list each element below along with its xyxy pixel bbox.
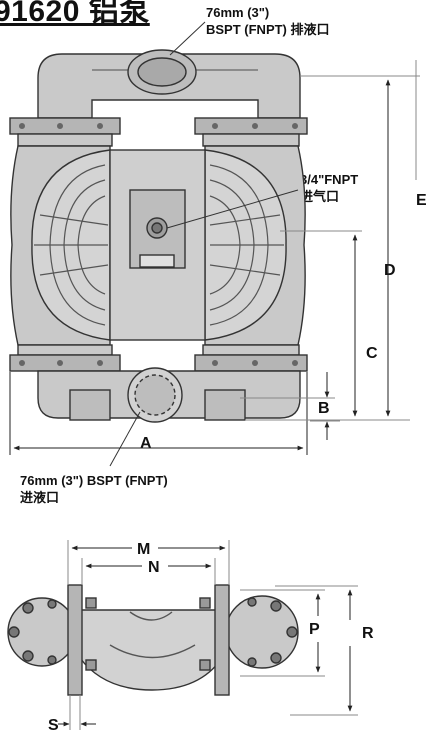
foot-right [204,389,246,421]
foot-left [69,389,111,421]
bottom-flange-right [194,354,308,372]
top-view-right-flange [214,584,230,696]
pump-front-view [9,49,308,423]
discharge-port-thread: BSPT (FNPT) 排液口 [206,22,330,37]
dimension-s: S [48,717,59,734]
discharge-port-size: 76mm (3") [206,5,270,20]
suction-port-label: 76mm (3") BSPT (FNPT) 进液口 [20,472,168,506]
top-flange-right [194,117,308,135]
air-inlet-text: 进气口 [300,189,340,204]
dimension-b: B [318,400,330,417]
air-inlet-size: 3/4"FNPT [300,172,359,187]
discharge-port-label: 76mm (3") BSPT (FNPT) 排液口 [206,4,330,38]
top-view-manifold [79,609,223,691]
top-flange-left [9,117,121,135]
suction-port-text: 进液口 [20,490,60,505]
bottom-flange-left [9,354,121,372]
dimension-e: E [416,192,426,209]
dimension-c: C [366,345,378,362]
suction-port-size: 76mm (3") BSPT (FNPT) [20,473,168,488]
dimension-n: N [148,559,160,576]
dimension-m: M [137,541,151,558]
pump-top-view [7,584,299,696]
page-title: 91620 铝泵 [0,0,150,28]
dimension-r: R [362,625,374,642]
dimension-a: A [140,435,152,452]
dimension-p: P [309,621,320,638]
air-inlet-label: 3/4"FNPT 进气口 [300,171,358,205]
top-view-left-flange [67,584,83,696]
